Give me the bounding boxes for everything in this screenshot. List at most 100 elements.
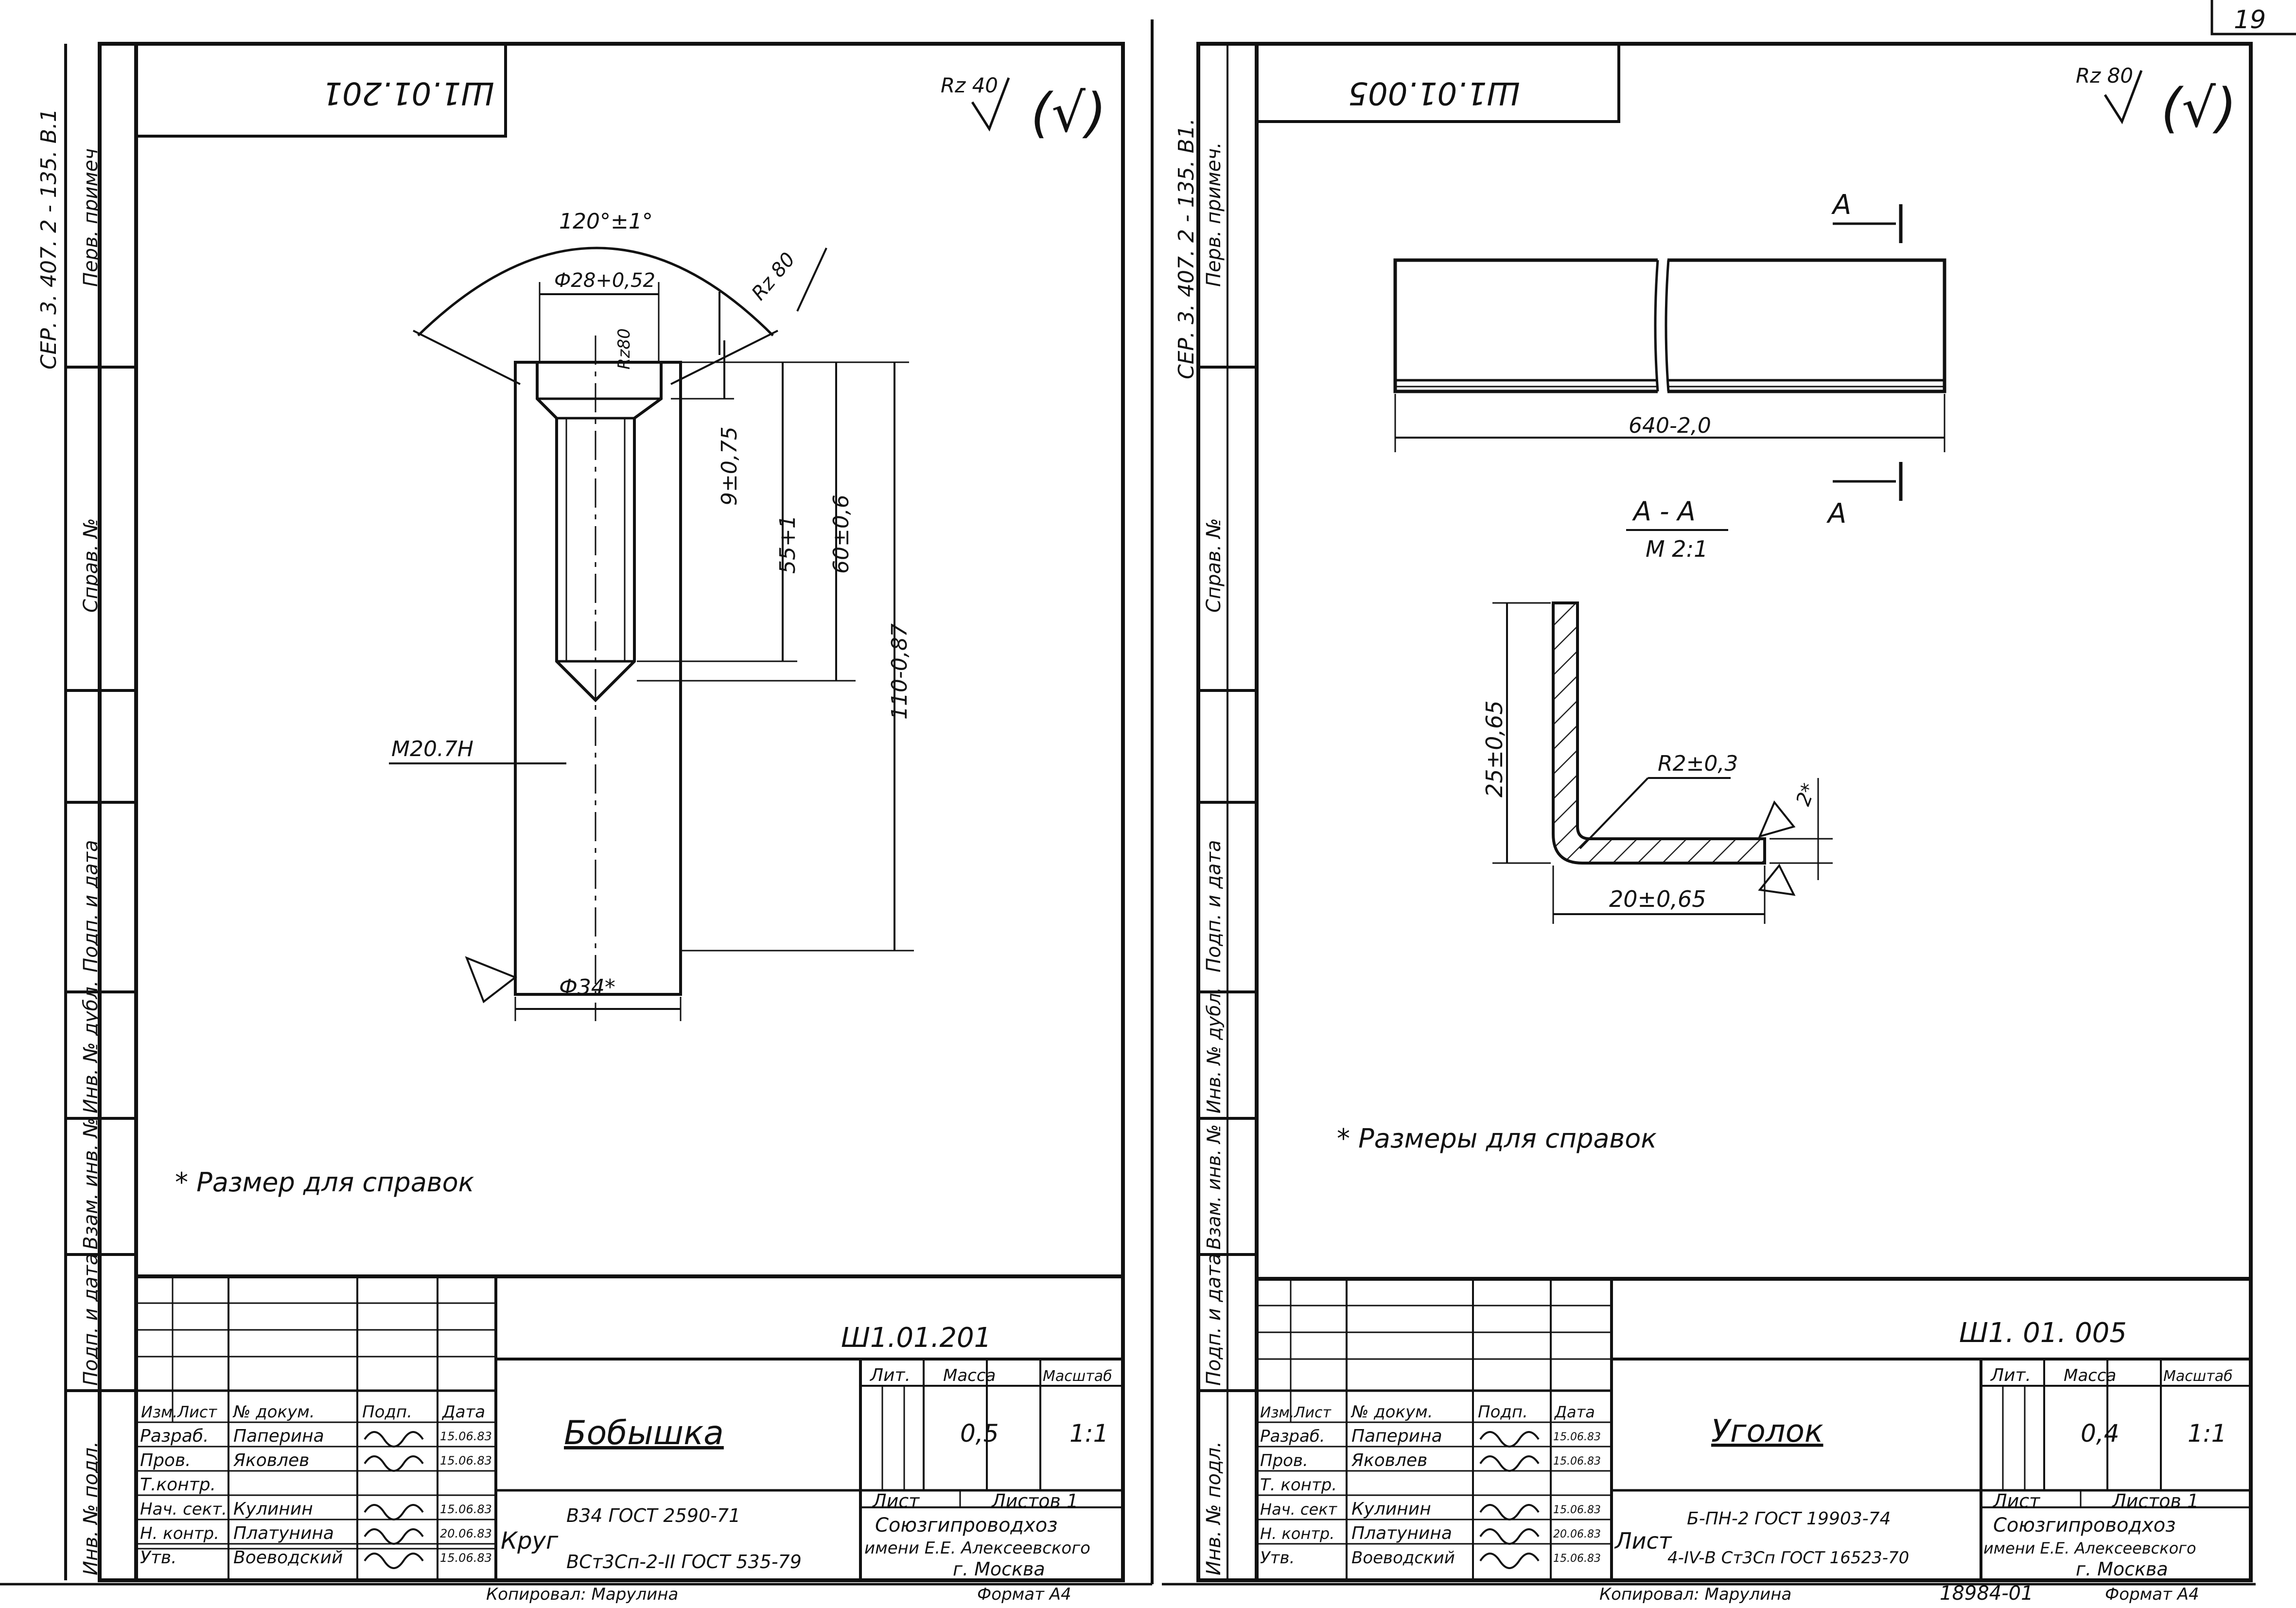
roughness-symbol-right: (√)	[2161, 77, 2237, 139]
name-4-right: Платунина	[1351, 1523, 1452, 1543]
hdr-izm-left: Изм.	[141, 1403, 177, 1421]
hdr-doc-right: № докум.	[1350, 1402, 1433, 1422]
role-1-left: Пров.	[140, 1450, 191, 1470]
angle-bar-section-view	[1552, 601, 1766, 865]
margin-inv-dup: Инв. № дубл.	[80, 980, 102, 1113]
section-scale: М 2:1	[1646, 536, 1708, 562]
margin-inv-orig: Инв. № подл.	[80, 1441, 102, 1575]
sheets-left: Листов 1	[991, 1490, 1078, 1512]
org-line2-left: имени Е.Е. Алексеевского	[864, 1538, 1090, 1558]
name-0-right: Паперина	[1351, 1426, 1442, 1446]
dim-thread: М20.7Н	[391, 737, 473, 761]
hdr-izm-right: Изм.	[1260, 1404, 1295, 1421]
org-line2-right: имени Е.Е. Алексеевского	[1983, 1539, 2196, 1557]
date-1-right: 15.06.83	[1553, 1455, 1601, 1467]
dim-thickness: 2*	[1792, 780, 1821, 809]
material-top-left: В34 ГОСТ 2590-71	[566, 1505, 740, 1526]
material-prefix-right: Лист	[1614, 1528, 1672, 1554]
signatures-left	[364, 1431, 424, 1569]
section-title: А - А	[1632, 496, 1696, 527]
note-right: * Размеры для справок	[1337, 1123, 1657, 1154]
roughness-label-right: Rz 80	[2076, 64, 2133, 88]
section-mark-top: А	[1831, 189, 1851, 221]
org-line1-left: Союзгипроводхоз	[875, 1514, 1058, 1537]
name-1-left: Яковлев	[233, 1450, 309, 1470]
part-name-left: Бобышка	[564, 1414, 724, 1452]
mass-right: 0,4	[2081, 1419, 2120, 1448]
series-code-right: СЕР. 3. 407. 2 - 135. В1.	[1174, 118, 1199, 379]
role-4-left: Н. контр.	[140, 1524, 219, 1543]
margin-replace-inv: Взам. инв. №	[80, 1117, 102, 1250]
signatures-right	[1479, 1431, 1540, 1569]
dim-d3: 60±0,6	[829, 495, 854, 574]
role-2-right: Т. контр.	[1260, 1475, 1337, 1495]
mirrored-code-right: Ш1.01.005	[1348, 75, 1520, 111]
format-right: Формат А4	[2105, 1585, 2199, 1604]
org-line3-left: г. Москва	[953, 1558, 1045, 1580]
margin-sign-date-right: Подп. и дата	[1203, 840, 1225, 972]
lit-left: Лит.	[869, 1365, 911, 1385]
dim-d1: 9±0,75	[717, 426, 742, 506]
name-1-right: Яковлев	[1351, 1450, 1427, 1470]
sheet-right: Лист	[1992, 1490, 2041, 1512]
part-name-right: Уголок	[1711, 1414, 1823, 1449]
name-5-left: Воеводский	[233, 1548, 343, 1568]
date-3-right: 15.06.83	[1553, 1504, 1601, 1516]
date-5-left: 15.06.83	[440, 1551, 492, 1565]
material-top-right: Б-ПН-2 ГОСТ 19903-74	[1687, 1509, 1891, 1529]
dim-rz-bore: Rz80	[614, 328, 634, 370]
title-block-right: Ш1. 01. 005 Уголок Изм. Лист № докум. По…	[1257, 1277, 2251, 1605]
role-3-right: Нач. сект	[1260, 1500, 1338, 1519]
scale-left: 1:1	[1069, 1419, 1108, 1448]
role-0-left: Разраб.	[140, 1426, 209, 1446]
page-number: 19	[2234, 5, 2266, 35]
margin-first-use-right: Перв. примеч.	[1203, 142, 1225, 287]
hdr-list-right: Лист	[1294, 1404, 1332, 1421]
dim-bore: Ф28+0,52	[554, 269, 655, 292]
name-0-left: Паперина	[233, 1426, 324, 1446]
hdr-sign-left: Подп.	[362, 1402, 412, 1422]
date-4-left: 20.06.83	[440, 1527, 492, 1540]
hdr-doc-left: № докум.	[232, 1402, 315, 1422]
org-line3-right: г. Москва	[2076, 1558, 2168, 1580]
hdr-list-left: Лист	[177, 1403, 217, 1421]
drawing-code-right: Ш1. 01. 005	[1959, 1317, 2127, 1349]
roughness-symbol-left: (√)	[1031, 82, 1106, 144]
margin-sign-date2-right: Подп. и дата	[1203, 1254, 1225, 1386]
scale-label-left: Масштаб	[1043, 1368, 1112, 1385]
hdr-date-left: Дата	[441, 1402, 485, 1422]
role-2-left: Т.контр.	[140, 1475, 216, 1495]
lit-right: Лит.	[1990, 1365, 2031, 1385]
mirrored-code-left: Ш1.01.201	[322, 75, 494, 111]
inventory-number: 18984-01	[1940, 1582, 2033, 1605]
margin-sign-date: Подп. и дата	[80, 840, 102, 972]
copied-by-right: Копировал: Марулина	[1599, 1585, 1791, 1604]
boss-section-view	[514, 336, 682, 1021]
name-5-right: Воеводский	[1351, 1548, 1455, 1568]
hdr-sign-right: Подп.	[1478, 1402, 1528, 1422]
margin-sign-date-2: Подп. и дата	[80, 1254, 102, 1386]
right-drawing-sheet: СЕР. 3. 407. 2 - 135. В1. Перв. примеч. …	[1162, 42, 2256, 1605]
note-left: * Размер для справок	[175, 1167, 474, 1198]
dim-width: 20±0,65	[1609, 886, 1706, 912]
dim-rz-cone: Rz 80	[747, 248, 799, 305]
dim-length: 640-2,0	[1629, 413, 1711, 438]
material-bottom-left: ВСт3Сп-2-II ГОСТ 535-79	[566, 1551, 802, 1573]
left-drawing-sheet: СЕР. 3. 407. 2 - 135. В.1 Перв. примеч С…	[0, 19, 1154, 1604]
name-4-left: Платунина	[233, 1523, 334, 1543]
date-3-left: 15.06.83	[440, 1502, 492, 1516]
role-4-right: Н. контр.	[1260, 1524, 1334, 1543]
name-3-left: Кулинин	[233, 1499, 313, 1519]
role-1-right: Пров.	[1260, 1451, 1308, 1470]
date-4-right: 20.06.83	[1553, 1528, 1601, 1540]
hdr-date-right: Дата	[1554, 1403, 1595, 1421]
scale-label-right: Масштаб	[2163, 1368, 2233, 1385]
dim-outer: Ф34*	[559, 975, 615, 1000]
drawing-code-left: Ш1.01.201	[841, 1322, 991, 1354]
margin-inv-dup-right: Инв. № дубл.	[1203, 987, 1225, 1113]
date-0-right: 15.06.83	[1553, 1431, 1601, 1443]
role-0-right: Разраб.	[1260, 1427, 1325, 1446]
date-0-left: 15.06.83	[440, 1430, 492, 1443]
margin-ref-no: Справ. №	[80, 518, 102, 613]
